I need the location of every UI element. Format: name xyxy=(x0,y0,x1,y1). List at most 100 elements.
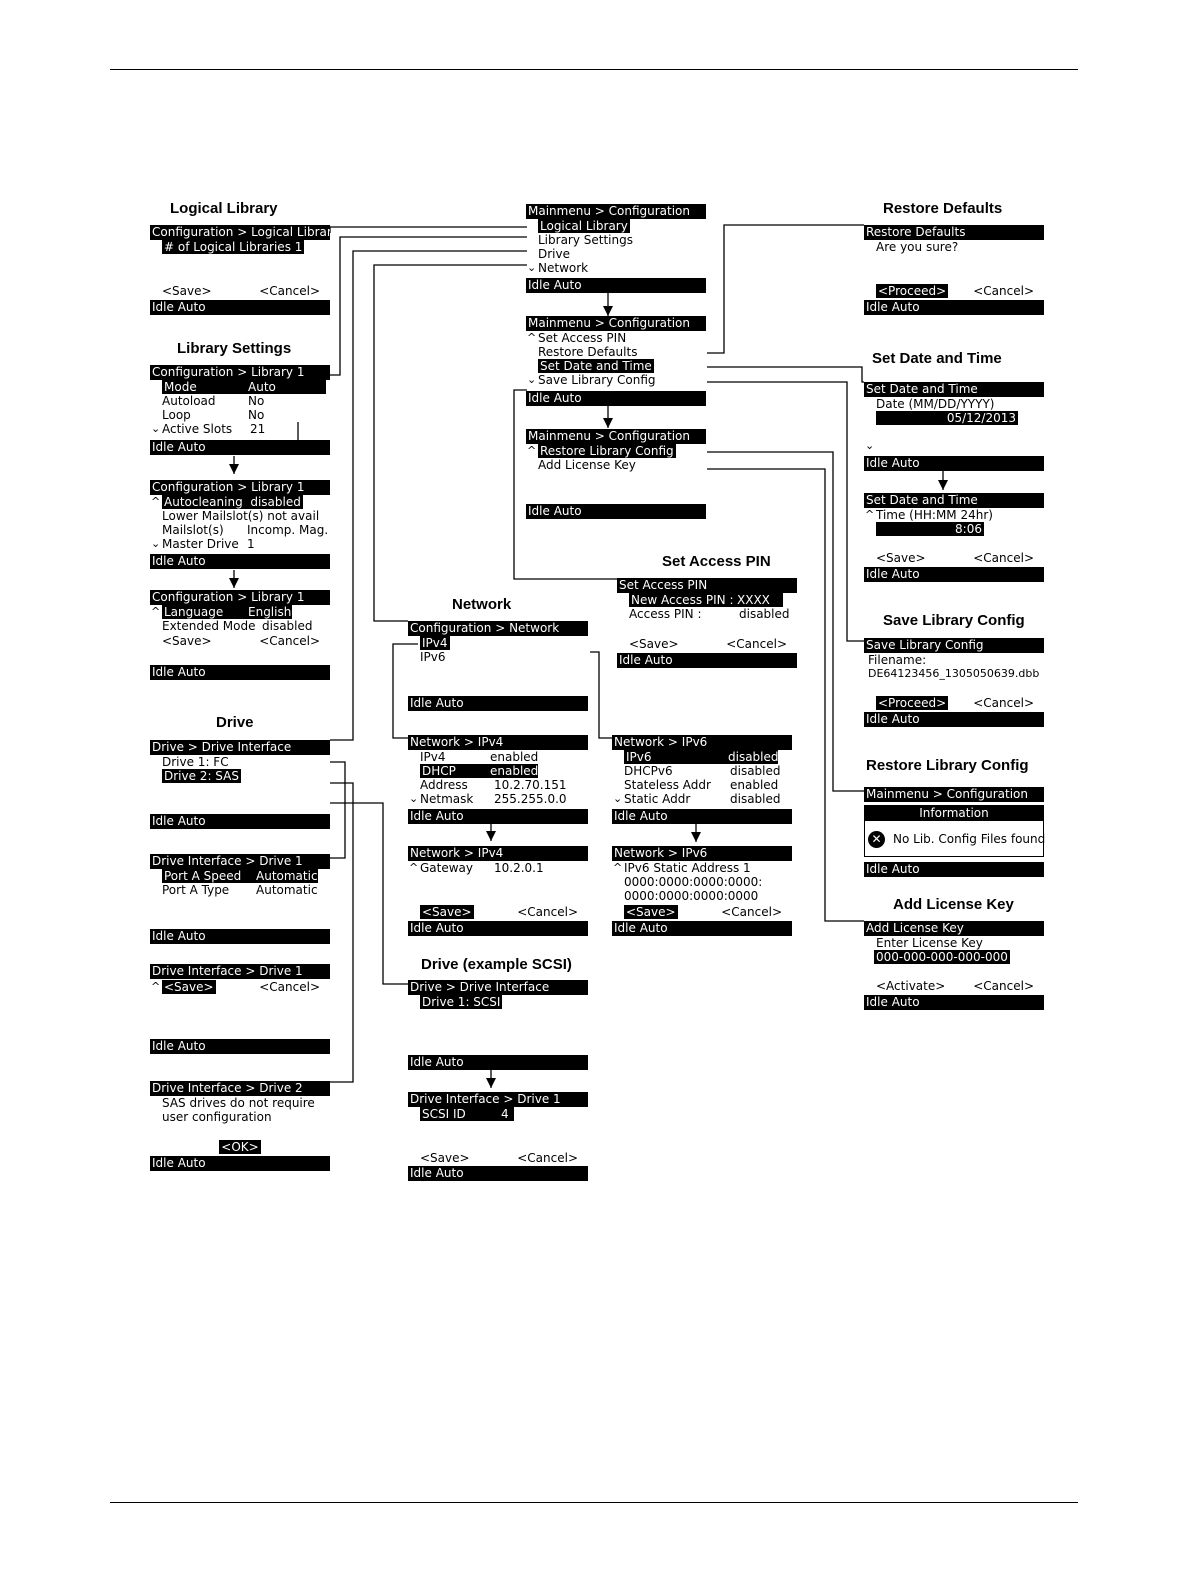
cancel-button[interactable]: <Cancel> xyxy=(517,905,578,919)
menu-item-logical-library[interactable]: Logical Library xyxy=(538,219,630,233)
screen-drive-interface: Drive > Drive Interface Drive 1: FC Driv… xyxy=(150,740,330,829)
chevron-up-icon: ^ xyxy=(527,444,537,457)
ok-button[interactable]: <OK> xyxy=(219,1140,261,1154)
filename-value: DE64123456_1305050639.dbb xyxy=(868,667,1040,680)
status-bar: Idle Auto xyxy=(526,278,706,293)
chevron-up-icon: ^ xyxy=(151,980,161,993)
cancel-button[interactable]: <Cancel> xyxy=(259,634,320,648)
ipv6-static-address-part-1[interactable]: 0000:0000:0000:0000: xyxy=(624,875,763,889)
screen-header: Mainmenu > Configuration xyxy=(526,429,706,444)
drive-1-scsi-item[interactable]: Drive 1: SCSI xyxy=(420,995,503,1009)
network-item-ipv4[interactable]: IPv4 xyxy=(420,636,450,650)
chevron-down-icon: ⌄ xyxy=(865,439,875,452)
save-button[interactable]: <Save> xyxy=(629,637,679,651)
confirm-question: Are you sure? xyxy=(876,240,959,254)
license-key-field[interactable]: 000-000-000-000-000 xyxy=(874,950,1010,964)
screen-header: Configuration > Logical Library xyxy=(150,225,330,240)
save-button[interactable]: <Save> xyxy=(162,980,216,994)
screen-save-library-config: Save Library Config Filename: DE64123456… xyxy=(864,638,1044,727)
screen-header: Drive Interface > Drive 1 xyxy=(150,964,330,979)
save-button[interactable]: <Save> xyxy=(876,551,926,565)
cancel-button[interactable]: <Cancel> xyxy=(259,980,320,994)
menu-item-library-settings[interactable]: Library Settings xyxy=(538,233,633,247)
save-button[interactable]: <Save> xyxy=(420,905,474,919)
save-button[interactable]: <Save> xyxy=(624,905,678,919)
status-bar: Idle Auto xyxy=(408,696,588,711)
screen-header: Set Access PIN xyxy=(617,578,797,593)
cancel-button[interactable]: <Cancel> xyxy=(259,284,320,298)
screen-header: Mainmenu > Configuration xyxy=(864,787,1044,802)
menu-item-set-access-pin[interactable]: ^Set Access PIN xyxy=(527,331,627,345)
screen-mainmenu-3: Mainmenu > Configuration ^Restore Librar… xyxy=(526,429,706,519)
save-button[interactable]: <Save> xyxy=(162,634,212,648)
status-bar: Idle Auto xyxy=(408,809,588,824)
save-button[interactable]: <Save> xyxy=(420,1151,470,1165)
screen-drive-2: Drive Interface > Drive 2 SAS drives do … xyxy=(150,1081,330,1171)
screen-header: Mainmenu > Configuration xyxy=(526,204,706,219)
cancel-button[interactable]: <Cancel> xyxy=(973,696,1034,710)
new-access-pin-field[interactable]: New Access PIN :XXXX xyxy=(617,593,797,607)
title-restore-library-config: Restore Library Config xyxy=(866,757,1029,774)
activate-button[interactable]: <Activate> xyxy=(876,979,946,993)
ipv6-static-address-part-2[interactable]: 0000:0000:0000:0000 xyxy=(624,889,759,903)
status-bar: Idle Auto xyxy=(408,1055,588,1070)
drive-2-item[interactable]: Drive 2: SAS xyxy=(162,769,241,783)
title-restore-defaults: Restore Defaults xyxy=(883,200,1003,217)
setting-lower-mailslots[interactable]: Lower Mailslot(s) not avail xyxy=(162,509,320,523)
proceed-button[interactable]: <Proceed> xyxy=(876,696,949,710)
status-bar: Idle Auto xyxy=(408,921,588,936)
screen-header: Configuration > Library 1 xyxy=(150,590,330,605)
proceed-button[interactable]: <Proceed> xyxy=(876,284,949,298)
screen-header: Mainmenu > Configuration xyxy=(526,316,706,331)
cancel-button[interactable]: <Cancel> xyxy=(973,284,1034,298)
cancel-button[interactable]: <Cancel> xyxy=(517,1151,578,1165)
menu-item-save-library-config[interactable]: ⌄Save Library Config xyxy=(527,373,656,387)
error-message: No Lib. Config Files found xyxy=(893,832,1046,846)
save-button[interactable]: <Save> xyxy=(162,284,212,298)
cancel-button[interactable]: <Cancel> xyxy=(721,905,782,919)
cancel-button[interactable]: <Cancel> xyxy=(726,637,787,651)
setting-autocleaning[interactable]: ^Autocleaning disabled xyxy=(151,495,303,509)
status-bar: Idle Auto xyxy=(150,665,330,680)
drive-1-item[interactable]: Drive 1: FC xyxy=(162,755,229,769)
setting-mailslots[interactable]: Mailslot(s)Incomp. Mag. xyxy=(162,523,329,537)
network-item-ipv6[interactable]: IPv6 xyxy=(420,650,446,664)
logical-libraries-count[interactable]: # of Logical Libraries 1 xyxy=(162,240,305,254)
menu-item-restore-defaults[interactable]: Restore Defaults xyxy=(538,345,638,359)
cancel-button[interactable]: <Cancel> xyxy=(973,551,1034,565)
chevron-down-icon: ⌄ xyxy=(613,792,623,805)
menu-item-network[interactable]: ⌄Network xyxy=(527,261,589,275)
date-field[interactable]: 05/12/2013 xyxy=(864,411,1044,425)
status-bar: Idle Auto xyxy=(864,567,1044,582)
menu-item-set-date-time[interactable]: Set Date and Time xyxy=(538,359,654,373)
menu-item-drive[interactable]: Drive xyxy=(538,247,570,261)
status-bar: Idle Auto xyxy=(526,504,706,519)
time-field[interactable]: 8:06 xyxy=(864,522,1044,536)
menu-item-add-license-key[interactable]: Add License Key xyxy=(538,458,636,472)
screen-header: Drive Interface > Drive 2 xyxy=(150,1081,330,1096)
menu-item-restore-library-config[interactable]: ^Restore Library Config xyxy=(527,444,676,458)
cancel-button[interactable]: <Cancel> xyxy=(973,979,1034,993)
